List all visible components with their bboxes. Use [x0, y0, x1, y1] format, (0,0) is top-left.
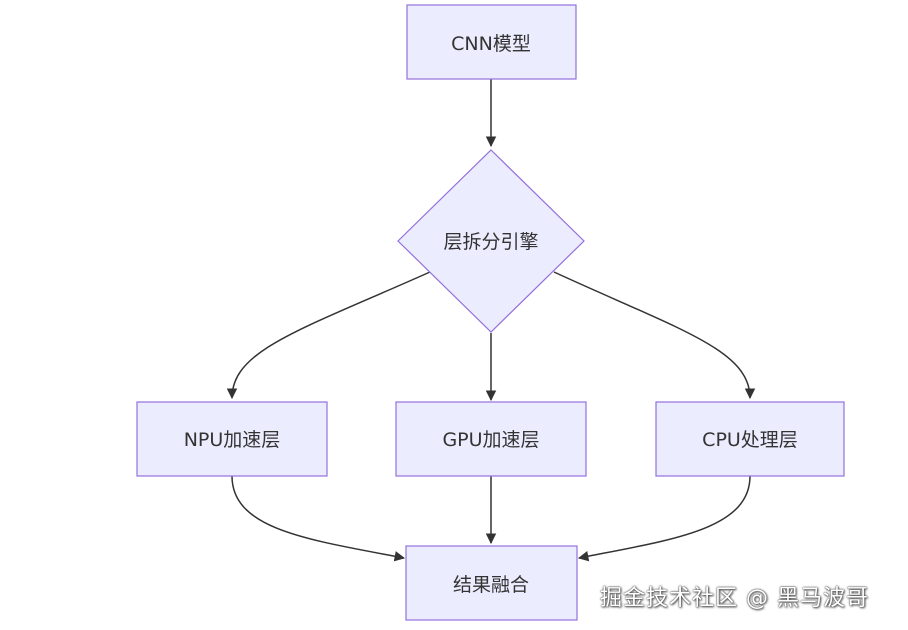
edge-cpu-to-fusion — [577, 475, 751, 562]
edge-split-to-cpu — [553, 271, 756, 400]
edge-npu-to-fusion — [231, 475, 406, 562]
node-result-fusion: 结果融合 — [405, 545, 578, 621]
node-cpu-layer-label: CPU处理层 — [702, 429, 798, 451]
node-result-fusion-label: 结果融合 — [453, 574, 529, 596]
node-gpu-layer-label: GPU加速层 — [442, 429, 539, 451]
node-cpu-layer: CPU处理层 — [655, 401, 845, 477]
node-npu-layer-label: NPU加速层 — [184, 429, 281, 451]
edges — [226, 79, 756, 562]
watermark-text: 掘金技术社区 @ 黑马波哥 — [600, 586, 869, 611]
node-npu-layer: NPU加速层 — [136, 401, 328, 477]
node-cnn-model: CNN模型 — [406, 4, 577, 80]
node-layer-split-engine: 层拆分引擎 — [397, 149, 585, 333]
edge-split-to-npu — [226, 271, 431, 400]
node-layer-split-engine-label: 层拆分引擎 — [443, 231, 538, 253]
node-cnn-model-label: CNN模型 — [451, 33, 531, 55]
node-gpu-layer: GPU加速层 — [395, 401, 587, 477]
